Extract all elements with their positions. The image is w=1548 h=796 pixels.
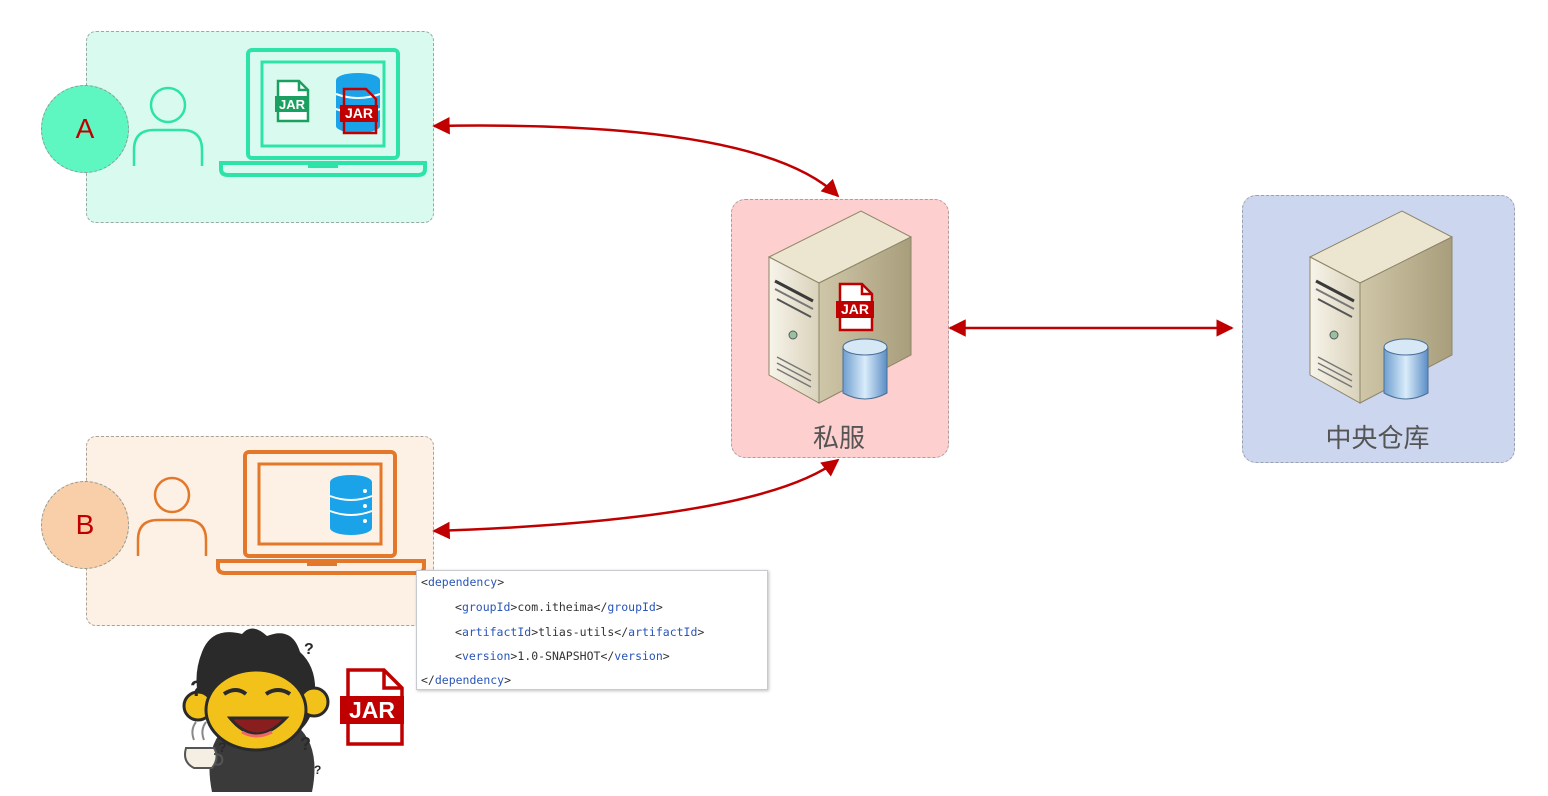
svg-text:?: ? — [190, 676, 203, 701]
svg-text:?: ? — [300, 734, 311, 754]
confused-monkey-mascot-icon: ? ? ? ? ? ? — [182, 628, 330, 792]
developer-b-badge: B — [41, 481, 129, 569]
developer-a-badge: A — [41, 85, 129, 173]
central-repository-label: 中央仓库 — [1325, 424, 1430, 454]
database-b-icon — [329, 475, 373, 535]
arrow-a-to-private-server — [432, 116, 840, 198]
central-server-icon — [1308, 210, 1454, 404]
developer-b-label: B — [75, 509, 95, 540]
svg-text:?: ? — [314, 763, 321, 777]
jar-large-text: JAR — [349, 697, 395, 723]
svg-text:?: ? — [218, 739, 227, 755]
artifact-id-value: tlias-utils — [538, 625, 615, 639]
code-line-close: </dependency> — [421, 673, 512, 687]
private-server-label: 私服 — [812, 424, 865, 454]
jar-server-text: JAR — [841, 301, 869, 317]
version-value: 1.0-SNAPSHOT — [517, 649, 601, 663]
person-a-icon — [132, 86, 204, 166]
svg-text:?: ? — [208, 647, 220, 669]
laptop-a-icon — [219, 48, 427, 177]
arrow-b-to-private-server — [432, 458, 840, 540]
svg-text:?: ? — [304, 641, 314, 658]
jar-file-green-icon: JAR — [275, 79, 310, 123]
code-line-version: <version>1.0-SNAPSHOT</version> — [455, 649, 670, 663]
code-line-open: <dependency> — [421, 575, 505, 589]
jar-file-server-icon: JAR — [836, 282, 874, 332]
code-line-groupid: <groupId>com.itheima</groupId> — [455, 600, 663, 614]
person-b-icon — [136, 476, 208, 556]
group-id-value: com.itheima — [517, 600, 594, 614]
jar-file-red-icon: JAR — [340, 87, 378, 135]
jar-green-text: JAR — [279, 97, 306, 112]
jar-file-large-icon: JAR — [340, 668, 404, 746]
code-open-tag: dependency — [427, 575, 498, 589]
dependency-code-snippet: <dependency> <groupId>com.itheima</group… — [416, 570, 768, 690]
developer-a-label: A — [75, 113, 95, 144]
code-line-artifactid: <artifactId>tlias-utils</artifactId> — [455, 625, 705, 639]
jar-red-text: JAR — [345, 105, 373, 121]
